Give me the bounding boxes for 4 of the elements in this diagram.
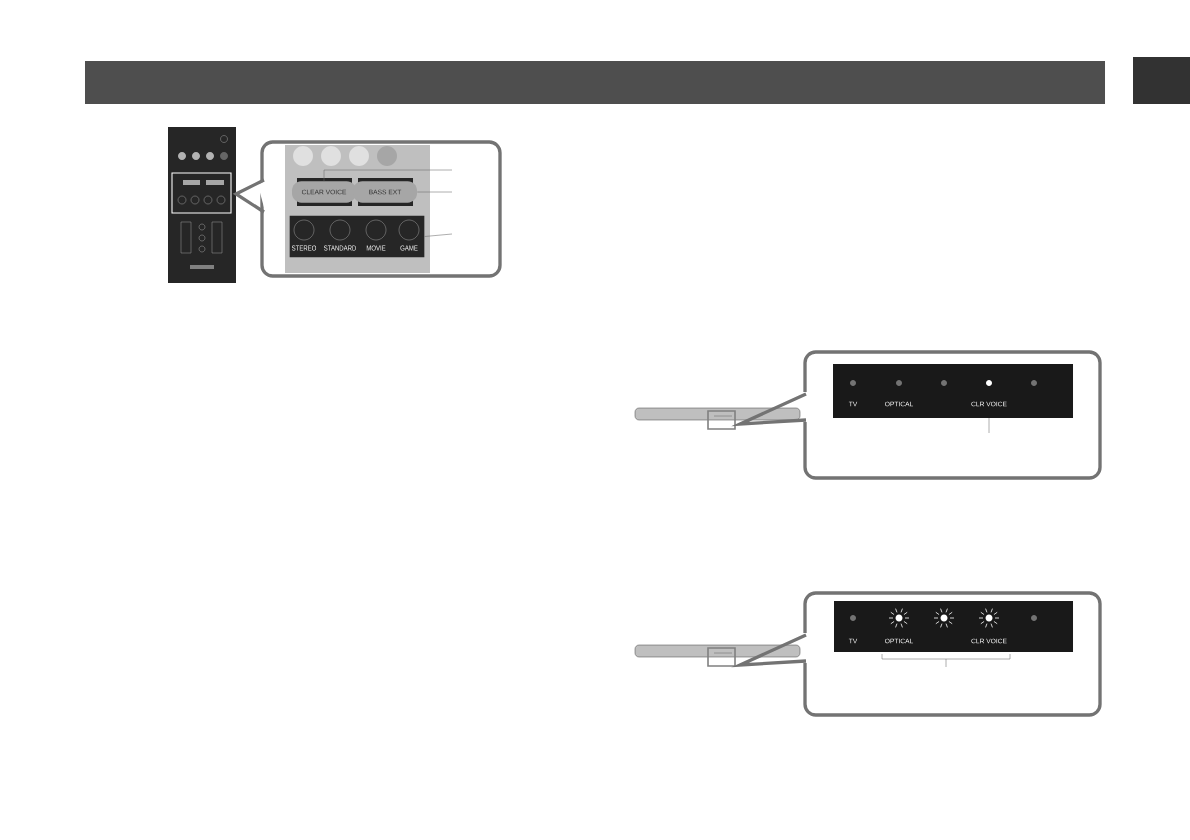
leader-line: [417, 191, 453, 193]
leader-line: [988, 417, 990, 434]
leader-line: [323, 169, 453, 182]
leader-line: [424, 233, 453, 237]
